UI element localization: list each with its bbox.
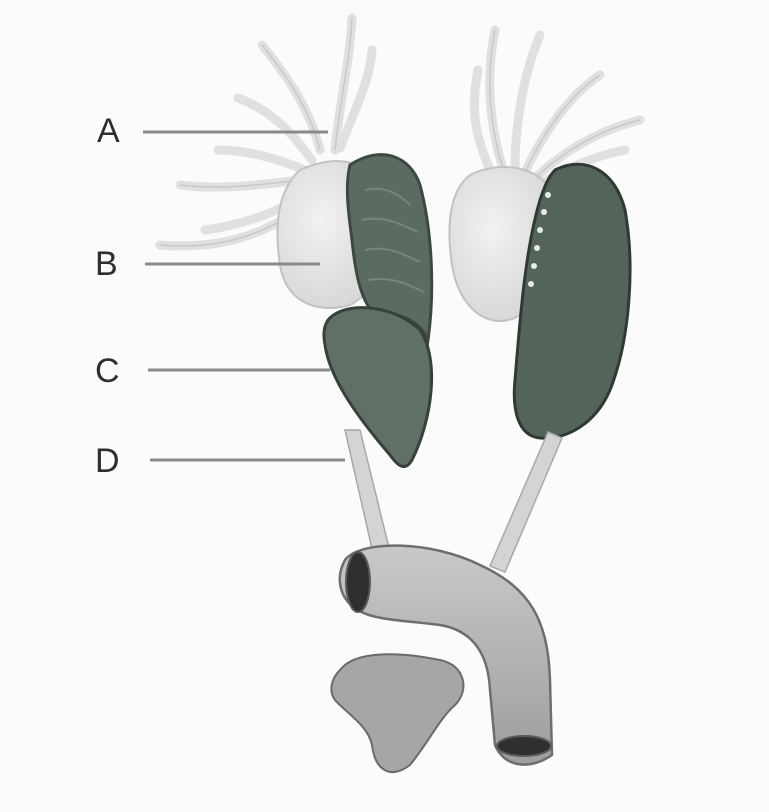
label-d: D [95, 444, 120, 478]
right-duct [490, 432, 562, 572]
label-c: C [95, 354, 120, 388]
left-lower-lobe [324, 308, 432, 467]
vessel-opening-top [346, 552, 370, 612]
bottom-left-lobe [331, 654, 463, 772]
vessel-opening-bottom [497, 736, 551, 756]
label-b: B [95, 247, 118, 281]
right-tentacles [474, 30, 640, 185]
label-a: A [97, 114, 120, 148]
